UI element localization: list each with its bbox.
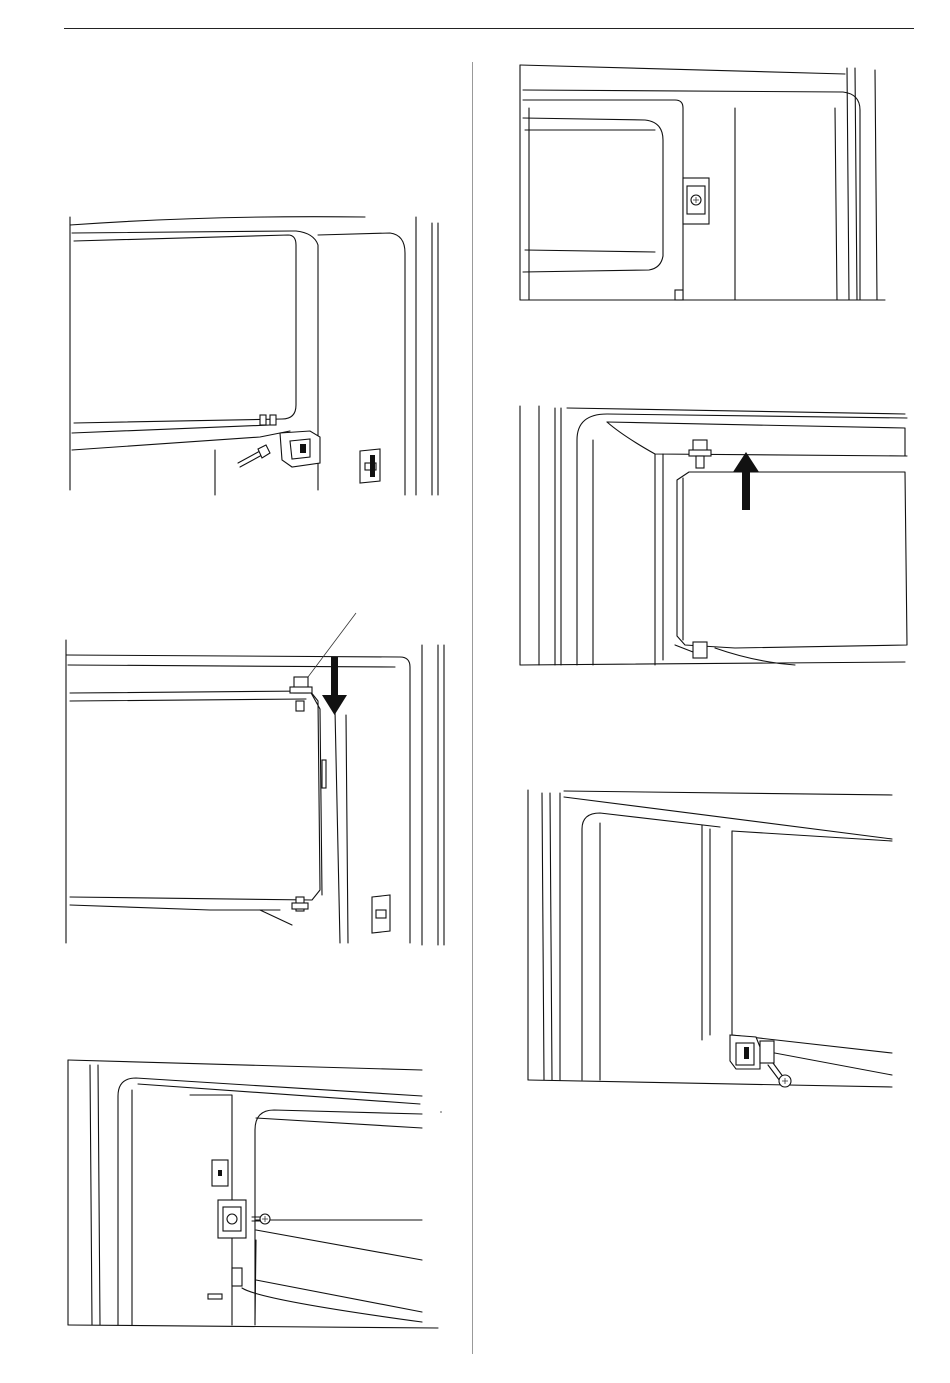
door-catch [360, 449, 380, 483]
lower-hinge-bracket [280, 431, 320, 467]
step-figure-3 [60, 1050, 450, 1335]
door-stop [675, 290, 683, 300]
lower-hinge-bracket [730, 1035, 774, 1069]
step-figure-5 [515, 400, 915, 675]
up-arrow-icon [733, 452, 759, 510]
hinge-pin [689, 440, 711, 468]
hinge-pin [290, 677, 312, 711]
step-figure-2 [60, 605, 460, 950]
screw-icon [238, 445, 270, 467]
hinge-bracket [683, 178, 709, 224]
hinge-bracket [218, 1200, 246, 1238]
header-rule [64, 28, 914, 29]
column-divider [472, 62, 473, 1354]
step-figure-1 [60, 205, 460, 500]
step-figure-6 [520, 785, 900, 1095]
door-stop [208, 1268, 242, 1299]
step-figure-4 [515, 60, 895, 310]
down-arrow-icon [322, 657, 347, 715]
door-catch [372, 895, 390, 933]
screw-icon [768, 1063, 791, 1087]
